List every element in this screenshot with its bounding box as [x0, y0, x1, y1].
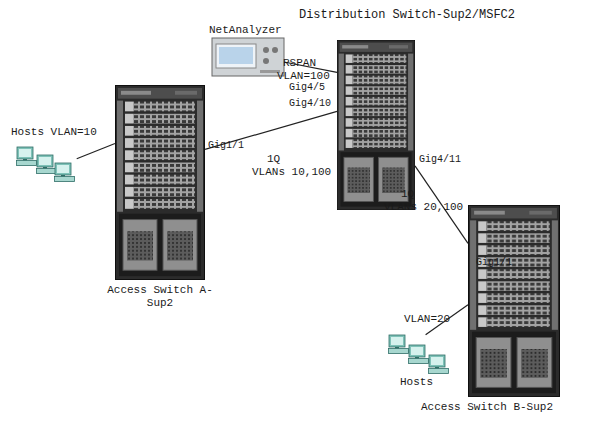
switch-chassis-art — [469, 205, 560, 396]
port-label: Gig4/11 — [419, 154, 461, 166]
host-icons — [17, 147, 75, 182]
node-label: Hosts VLAN=10 — [11, 126, 121, 139]
node-label: Access Switch B-Sup2 — [412, 401, 562, 414]
port-label: Gig1/1 — [476, 257, 512, 269]
link-label: 1Q VLANs 20,100 — [384, 188, 466, 213]
host-icons — [389, 335, 449, 374]
network-analyzer: NetAnalyzer — [212, 36, 284, 76]
host-group: VLAN=20Hosts — [386, 330, 452, 378]
node-label: NetAnalyzer — [209, 24, 299, 37]
switch-chassis: Access Switch A-Sup2 — [115, 85, 205, 280]
host-group: Hosts VLAN=10 — [14, 142, 80, 184]
link-label: RSPAN VLAN=100 — [277, 57, 333, 82]
node-label: VLAN=20 — [404, 313, 474, 326]
link-label: 1Q VLANs 10,100 — [252, 153, 334, 178]
switch-chassis: Distribution Switch-Sup2/MSFC2 — [337, 40, 415, 210]
node-label: Distribution Switch-Sup2/MSFC2 — [292, 9, 522, 23]
switch-chassis-art — [116, 85, 205, 279]
node-label: Access Switch A-Sup2 — [95, 284, 225, 309]
switch-chassis-art — [337, 40, 414, 209]
node-sublabel: Hosts — [400, 376, 460, 389]
network-link — [77, 144, 115, 159]
switch-chassis: Access Switch B-Sup2 — [468, 205, 560, 397]
analyzer-device — [212, 38, 284, 76]
port-label: Gig1/1 — [208, 140, 244, 152]
port-label: Gig4/10 — [289, 98, 331, 110]
port-label: Gig4/5 — [289, 82, 325, 94]
